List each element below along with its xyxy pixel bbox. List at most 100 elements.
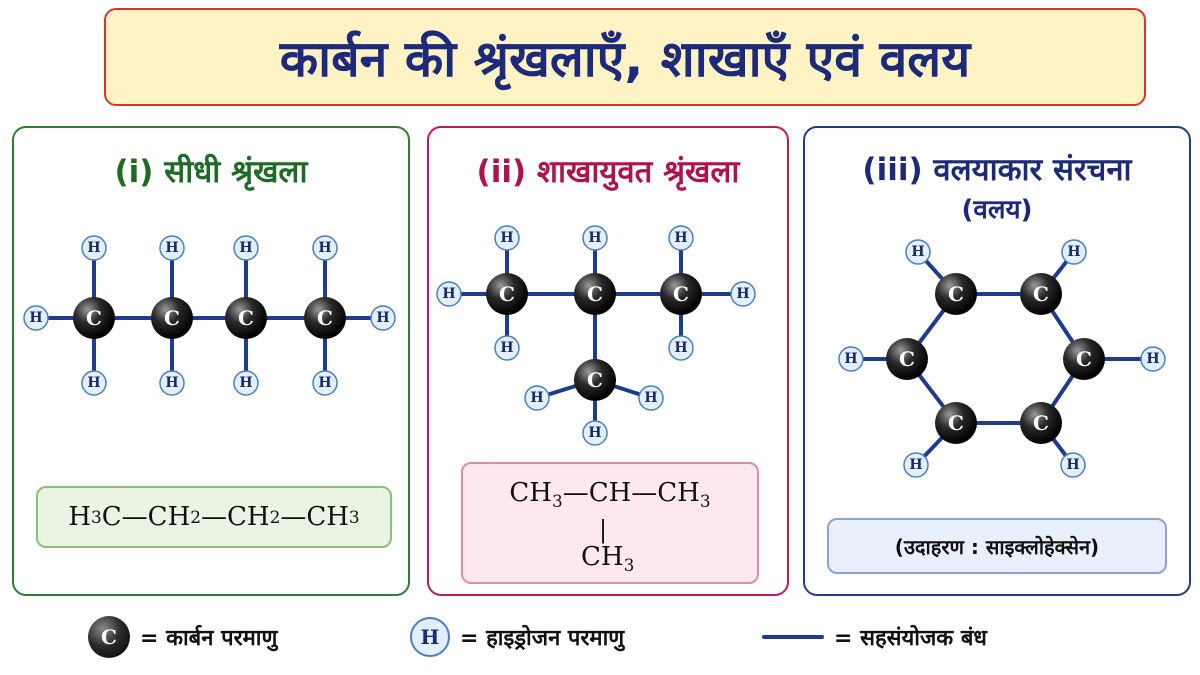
hydrogen-atom: H [436,281,462,307]
formula-main-chain: CH3—CH—CH3 [509,478,711,511]
carbon-atom: C [1063,338,1105,380]
hydrogen-atom: H [233,235,259,261]
hydrogen-atom: H [23,305,49,331]
svg-text:H: H [909,457,922,473]
svg-text:H: H [500,340,513,356]
carbon-atom: C [886,338,928,380]
hydrogen-atom: H [582,420,608,446]
legend-hydrogen-label: = हाइड्रोजन परमाणु [460,626,625,651]
svg-text:H: H [1067,244,1080,260]
hydrogen-atom: H [312,370,338,396]
title-banner: कार्बन की श्रृंखलाएँ, शाखाएँ एवं वलय [104,8,1146,106]
svg-text:H: H [674,340,687,356]
svg-text:H: H [376,310,389,326]
svg-text:H: H [239,375,252,391]
svg-text:H: H [239,240,252,256]
legend-bond: = सहसंयोजक बंध [762,612,987,662]
svg-text:C: C [86,306,102,330]
hydrogen-atom: H [1060,452,1086,478]
page-title: कार्बन की श्रृंखलाएँ, शाखाएँ एवं वलय [279,30,971,88]
hydrogen-atom: H [582,225,608,251]
svg-text:H: H [1146,351,1159,367]
branched-chain-title: (ii) शाखायुवत श्रृंखला [476,154,740,190]
hydrogen-atom: H [81,370,107,396]
legend-carbon-label: = कार्बन परमाणु [140,626,278,651]
carbon-atom: C [935,273,977,315]
legend-carbon: C = कार्बन परमाणु [88,612,277,662]
hydrogen-atom: H [370,305,396,331]
svg-text:H: H [588,425,601,441]
svg-text:H: H [87,240,100,256]
carbon-atom: C [73,297,115,339]
branched-chain-panel: (ii) शाखायुवत श्रृंखला H H H H H H H H H H C C C C CH… [427,126,789,596]
svg-text:H: H [318,240,331,256]
svg-text:H: H [318,375,331,391]
svg-text:H: H [588,230,601,246]
svg-text:C: C [1033,411,1049,435]
svg-text:H: H [736,286,749,302]
hydrogen-atom: H [81,235,107,261]
ring-title: (iii) वलयाकार संरचना [862,152,1132,188]
hydrogen-atom: H [668,335,694,361]
svg-text:H: H [442,286,455,302]
hydrogen-atom: H [524,385,550,411]
hydrogen-atom: H [159,370,185,396]
svg-text:H: H [500,230,513,246]
svg-text:H: H [644,390,657,406]
hydrogen-atom: H [233,370,259,396]
hydrogen-atom: H [838,346,864,372]
svg-text:H: H [1066,457,1079,473]
svg-text:H: H [911,244,924,260]
hydrogen-atom: H [668,225,694,251]
svg-text:H: H [530,390,543,406]
svg-text:H: H [87,375,100,391]
carbon-atom: C [574,273,616,315]
svg-text:C: C [1076,347,1092,371]
hydrogen-atom: H [494,225,520,251]
svg-text:C: C [587,282,603,306]
svg-text:C: C [587,368,603,392]
isobutane-structure: H H H H H H H H H H C C C C [436,225,756,446]
svg-text:C: C [948,411,964,435]
hydrogen-atom: H [638,385,664,411]
hydrogen-atom: H [312,235,338,261]
formula-branch: CH3 [581,542,635,575]
carbon-atom: C [486,273,528,315]
svg-text:C: C [1033,282,1049,306]
hydrogen-atom: H [730,281,756,307]
hydrogen-atom: H [903,452,929,478]
hydrogen-atom: H [1140,346,1166,372]
carbon-atom-icon: C [88,616,130,658]
svg-text:C: C [499,282,515,306]
ring-example: (उदाहरण : साइक्लोहेक्सेन) [827,518,1167,574]
formula-branch-bond: | [599,516,608,544]
bond-line-icon [762,635,824,639]
svg-text:C: C [673,282,689,306]
carbon-atom: C [1020,402,1062,444]
svg-text:H: H [844,351,857,367]
hydrogen-atom: H [1061,239,1087,265]
hydrogen-atom: H [905,239,931,265]
butane-structure: H H H H H H H H H H C C C C [23,235,396,396]
ring-subtitle: (वलय) [961,195,1033,225]
carbon-atom: C [660,273,702,315]
svg-text:C: C [317,306,333,330]
svg-text:C: C [238,306,254,330]
svg-text:C: C [899,347,915,371]
carbon-atom: C [574,359,616,401]
svg-text:H: H [165,375,178,391]
svg-text:C: C [164,306,180,330]
svg-text:H: H [674,230,687,246]
hydrogen-atom-icon: H [410,617,450,657]
carbon-atom: C [151,297,193,339]
legend-bond-label: = सहसंयोजक बंध [834,626,987,651]
straight-chain-title: (i) सीधी श्रृंखला [114,154,308,190]
carbon-atom: C [304,297,346,339]
legend-hydrogen: H = हाइड्रोजन परमाणु [410,612,624,662]
hydrogen-atom: H [159,235,185,261]
isobutane-formula: CH3—CH—CH3 | CH3 [461,462,759,584]
